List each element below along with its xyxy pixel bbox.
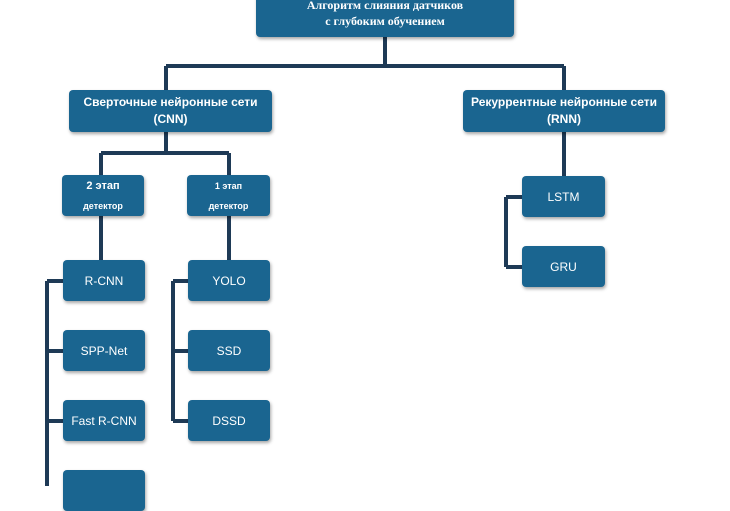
model-lstm-node: LSTM	[522, 176, 605, 217]
one-stage-line-2: детектор	[208, 200, 249, 211]
model-dssd-node: DSSD	[188, 400, 270, 441]
model-ssd-node: SSD	[188, 330, 270, 371]
model-gru-label: GRU	[550, 259, 577, 274]
model-fast-rcnn-label: Fast R-CNN	[71, 413, 137, 428]
two-stage-line-2: детектор	[83, 200, 123, 211]
one-stage-detector-node: 1 этап детектор	[187, 175, 270, 216]
model-yolo-label: YOLO	[212, 273, 246, 288]
one-stage-line-1: 1 этап	[214, 180, 243, 191]
model-lstm-label: LSTM	[547, 189, 580, 204]
model-dssd-label: DSSD	[212, 413, 246, 428]
diagram: Алгоритм слияния датчиков с глубоким обу…	[45, 0, 665, 511]
two-stage-line-1: 2 этап	[86, 179, 120, 192]
model-yolo-node: YOLO	[188, 260, 270, 301]
rnn-line-1: Рекуррентные нейронные сети	[470, 95, 658, 109]
model-cutoff-node	[63, 470, 145, 511]
model-fast-rcnn-node: Fast R-CNN	[63, 400, 145, 441]
root-node: Алгоритм слияния датчиков с глубоким обу…	[256, 0, 514, 37]
cnn-node: Сверточные нейронные сети (CNN)	[69, 90, 272, 132]
connector-lines	[45, 37, 566, 486]
two-stage-detector-node: 2 этап детектор	[62, 175, 144, 216]
model-spp-net-node: SPP-Net	[63, 330, 145, 371]
model-ssd-label: SSD	[216, 343, 242, 358]
root-line-1: Алгоритм слияния датчиков	[306, 0, 464, 12]
model-gru-node: GRU	[522, 246, 605, 287]
rnn-node: Рекуррентные нейронные сети (RNN)	[463, 90, 665, 132]
rnn-line-2: (RNN)	[547, 112, 581, 126]
model-rcnn-label: R-CNN	[84, 273, 124, 288]
root-line-2: с глубоким обучением	[325, 13, 445, 28]
cnn-line-2: (CNN)	[153, 112, 188, 126]
cnn-line-1: Сверточные нейронные сети	[83, 95, 258, 109]
model-spp-net-label: SPP-Net	[80, 343, 128, 358]
model-rcnn-node: R-CNN	[63, 260, 145, 301]
